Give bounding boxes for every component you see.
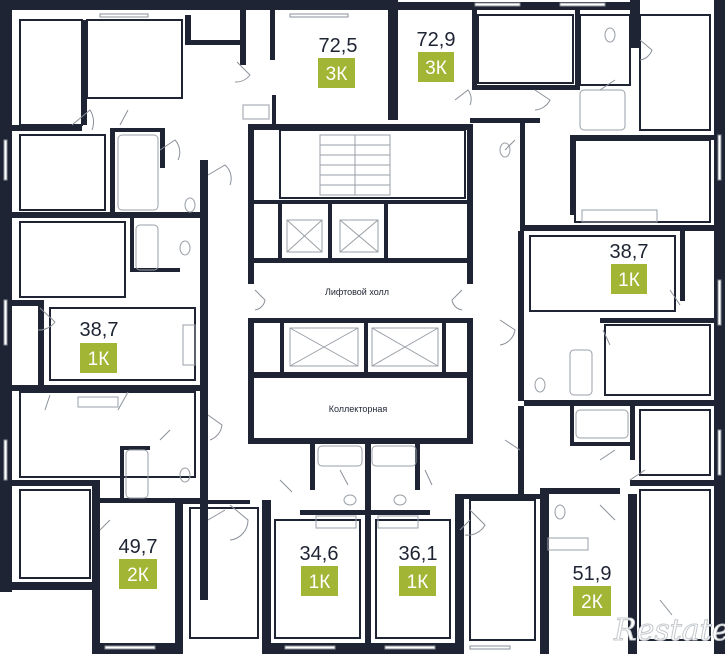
area-label: 34,6 xyxy=(300,543,339,565)
apartment-72-9[interactable]: 72,9 3К xyxy=(417,29,456,82)
apartment-49-7[interactable]: 49,7 2К xyxy=(119,536,158,589)
room-badge xyxy=(418,52,454,82)
area-label: 38,7 xyxy=(610,241,649,263)
apartment-34-6[interactable]: 34,6 1К xyxy=(300,543,339,596)
windows xyxy=(3,2,722,650)
interior-walls xyxy=(12,10,714,654)
area-label: 49,7 xyxy=(119,536,158,558)
apartment-72-5[interactable]: 72,5 3К xyxy=(318,35,357,88)
doors xyxy=(37,39,681,616)
room-count-label: 2К xyxy=(581,592,603,613)
apartment-51-9[interactable]: 51,9 2К xyxy=(573,563,612,616)
fixtures xyxy=(19,14,711,641)
elevator-hall-label: Лифтовой холл xyxy=(325,287,389,297)
room-count-label: 2К xyxy=(127,565,149,586)
apartment-38-7-right[interactable]: 38,7 1К xyxy=(610,241,649,294)
watermark: Restate xyxy=(613,613,725,648)
area-label: 38,7 xyxy=(80,319,119,341)
room-badge xyxy=(318,58,355,88)
apartment-38-7-left[interactable]: 38,7 1К xyxy=(80,319,119,373)
room-count-label: 3К xyxy=(425,58,447,79)
area-label: 72,5 xyxy=(319,35,358,57)
room-count-label: 1К xyxy=(407,572,429,593)
room-count-label: 1К xyxy=(618,270,640,291)
room-badge xyxy=(119,559,157,589)
area-label: 36,1 xyxy=(399,543,438,565)
room-count-label: 1К xyxy=(309,572,331,593)
room-badge xyxy=(399,566,436,596)
room-badge xyxy=(301,566,338,596)
room-badge xyxy=(80,343,117,373)
collector-room-label: Коллекторная xyxy=(329,404,388,414)
area-label: 72,9 xyxy=(417,29,456,51)
room-badge xyxy=(611,264,647,294)
room-count-label: 3К xyxy=(326,64,348,85)
room-count-label: 1К xyxy=(88,349,110,370)
apartment-36-1[interactable]: 36,1 1К xyxy=(399,543,438,596)
room-badge xyxy=(573,586,611,616)
area-label: 51,9 xyxy=(573,563,612,585)
